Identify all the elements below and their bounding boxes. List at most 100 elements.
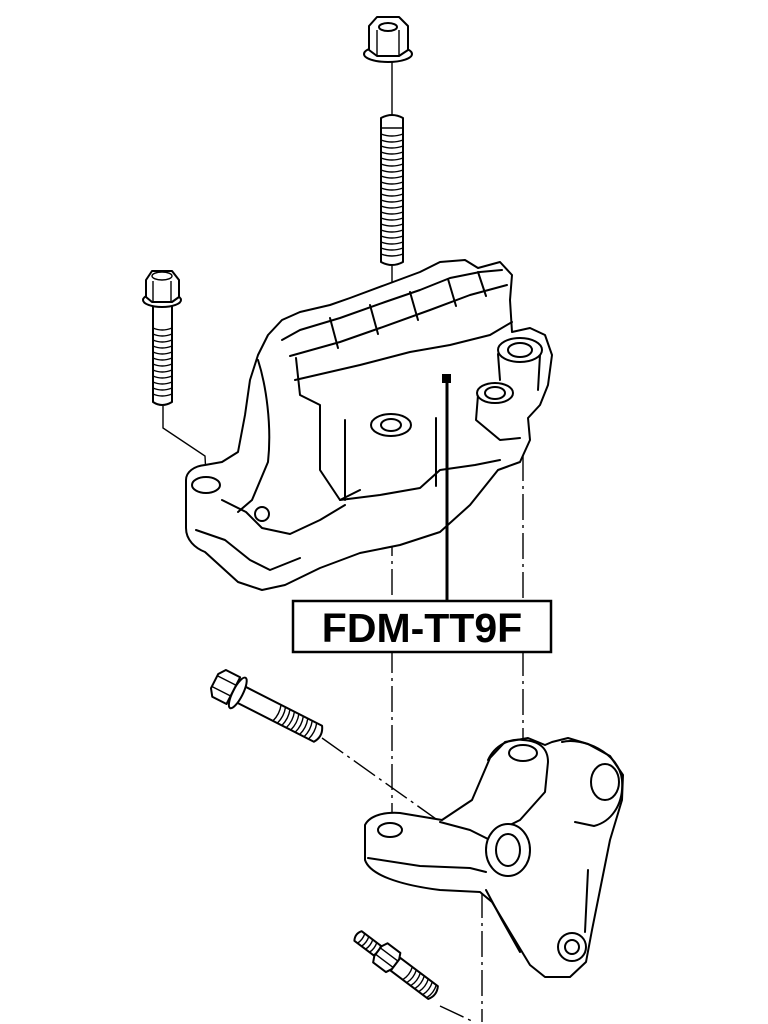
thread-line <box>152 333 173 337</box>
thread-line <box>272 704 282 722</box>
stud-seat-bore <box>380 418 402 432</box>
thread-line <box>276 707 287 724</box>
small-locating-hole <box>254 506 270 522</box>
thread-line <box>380 139 404 143</box>
bracket-lower-arm <box>485 869 589 953</box>
bolt-hex-edge <box>217 675 237 686</box>
lower-bushing-bore <box>484 386 506 400</box>
bottom-stud-leader-line <box>439 1005 475 1023</box>
part-callout: FDM-TT9F <box>291 374 553 654</box>
engine-mount <box>185 259 553 591</box>
bracket-lower-hole <box>564 939 580 955</box>
stud-hex-edge <box>379 947 399 962</box>
bolt-hex-edge <box>211 685 231 697</box>
bolt-hex-head <box>209 669 242 706</box>
thread-line <box>380 193 404 197</box>
thread-line <box>285 711 296 729</box>
thread-line <box>152 387 173 391</box>
thread-line <box>380 145 404 149</box>
thread-line <box>406 969 417 984</box>
thread-line <box>418 978 429 993</box>
thread-line <box>380 205 404 209</box>
thread-line <box>380 157 404 161</box>
mount-tower-edge <box>237 359 271 513</box>
thread-line <box>380 151 404 155</box>
thread-line <box>152 375 173 379</box>
stud-short-end <box>353 930 385 959</box>
bracket-stud-hole <box>377 822 403 838</box>
mount-block-side <box>295 357 361 501</box>
side-hex-bolt <box>209 669 324 743</box>
bolt-hex-head <box>145 270 180 303</box>
left-hex-bolt <box>142 270 182 406</box>
thread-line <box>303 720 313 738</box>
thread-line <box>410 972 421 987</box>
thread-line <box>380 181 404 185</box>
side-bolt-threads <box>272 704 318 740</box>
bracket-ear-edge <box>561 740 624 827</box>
part-number-label: FDM-TT9F <box>322 605 522 651</box>
flange-nut <box>363 16 413 63</box>
thread-line <box>380 169 404 173</box>
mount-outline <box>185 259 553 591</box>
callout-anchor-point <box>442 374 451 383</box>
thread-line <box>369 942 378 953</box>
thread-line <box>152 363 173 367</box>
thread-line <box>422 981 433 996</box>
thread-line <box>152 381 173 385</box>
left-bolt-threads <box>152 327 173 397</box>
mount-lower-edge <box>339 459 501 501</box>
thread-line <box>152 369 173 373</box>
left-bolt-hole <box>191 476 221 494</box>
thread-line <box>361 936 370 947</box>
bottom-stud-threads <box>402 966 437 999</box>
mount-block-face <box>294 321 513 381</box>
bracket-upper-arm <box>487 738 549 833</box>
thread-line <box>426 984 437 999</box>
thread-line <box>380 253 404 257</box>
thread-line <box>152 339 173 343</box>
thread-line <box>380 235 404 239</box>
thread-line <box>380 217 404 221</box>
thread-line <box>152 327 173 331</box>
thread-line <box>380 199 404 203</box>
thread-line <box>380 175 404 179</box>
thread-line <box>308 722 318 740</box>
upper-bushing-bore <box>507 342 533 358</box>
nut-bore <box>378 22 398 32</box>
thread-line <box>380 187 404 191</box>
stud-long-end <box>389 956 439 1000</box>
thread-line <box>414 975 425 990</box>
mount-rib-cross <box>329 271 487 349</box>
thread-line <box>380 247 404 251</box>
thread-line <box>402 966 414 981</box>
bolt-shank <box>234 684 324 743</box>
bracket-web <box>367 821 491 873</box>
mount-cup-wall <box>475 353 541 441</box>
thread-line <box>380 223 404 227</box>
stud-threads <box>380 133 404 257</box>
bracket-bushing-hole <box>508 744 538 762</box>
stud-hex-collar <box>372 942 402 974</box>
mount-top-rib <box>289 284 508 357</box>
thread-line <box>380 163 404 167</box>
thread-line <box>152 393 173 397</box>
bracket-boss-hole <box>495 833 521 867</box>
thread-line <box>294 716 305 733</box>
bracket-ear-hole <box>590 763 620 801</box>
mount-base-fillet <box>221 499 346 535</box>
thread-line <box>152 345 173 349</box>
thread-line <box>281 709 291 726</box>
thread-line <box>380 133 404 137</box>
thread-line <box>380 241 404 245</box>
bolt-head-top <box>151 271 173 281</box>
thread-line <box>290 713 300 731</box>
bottom-stud <box>353 930 439 1000</box>
thread-line <box>365 939 374 950</box>
thread-line <box>152 351 173 355</box>
thread-line <box>380 211 404 215</box>
thread-line <box>299 718 309 736</box>
thread-line <box>357 933 366 944</box>
thread-line <box>380 229 404 233</box>
